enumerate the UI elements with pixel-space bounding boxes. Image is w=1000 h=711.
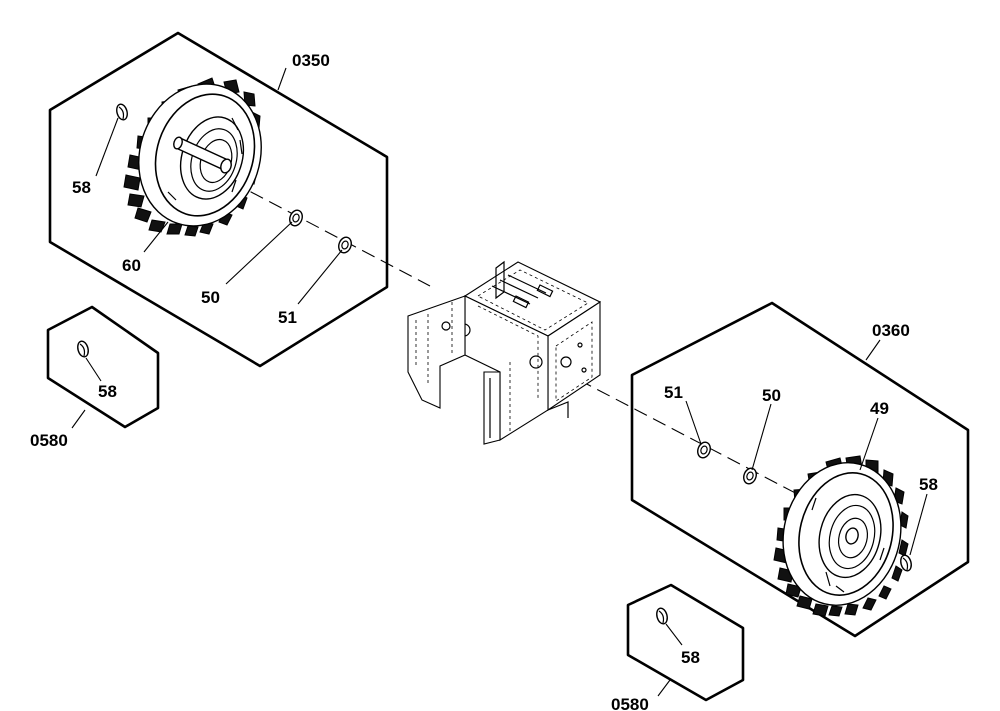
kit-0580-left-outline	[46, 305, 160, 429]
label-left-washer-51: 51	[278, 308, 297, 327]
right-tire-sidewall-marks	[811, 497, 885, 593]
label-kit-0350: 0350	[292, 51, 330, 70]
right-washer-51	[697, 441, 711, 459]
label-right-washer-51: 51	[664, 383, 683, 402]
label-left-washer-50: 50	[201, 288, 220, 307]
right-kit-clevis-pin	[656, 607, 668, 625]
left-kit-clevis-pin	[77, 340, 89, 358]
label-right-kit-pin: 58	[681, 648, 700, 667]
left-washer-51	[338, 236, 352, 254]
label-left-kit-pin: 58	[98, 382, 117, 401]
kit-0580-right-outline	[626, 583, 745, 702]
leader-lines	[71, 67, 928, 697]
label-right-washer-50: 50	[762, 386, 781, 405]
right-washer-50	[743, 467, 757, 485]
left-washer-50	[289, 209, 303, 227]
left-axle-tube	[173, 136, 232, 174]
kit-0350-outline	[48, 31, 389, 368]
label-kit-0580-left: 0580	[30, 431, 68, 450]
callout-labels: 0350 58 60 50 51 58 0580 0360 51 50 49 5…	[30, 51, 938, 711]
right-wheel-assembly	[773, 455, 909, 617]
label-kit-0580-right: 0580	[611, 695, 649, 711]
left-clevis-pin	[116, 103, 128, 121]
frame-housing	[407, 260, 602, 445]
left-tire-sidewall-marks	[167, 117, 243, 201]
label-kit-0360: 0360	[872, 321, 910, 340]
label-left-wheel: 60	[122, 256, 141, 275]
kit-0360-outline	[630, 301, 970, 638]
axle-center-line	[231, 181, 871, 533]
left-wheel-assembly	[123, 77, 262, 237]
right-clevis-pin	[900, 554, 912, 572]
label-right-wheel: 49	[870, 399, 889, 418]
label-right-pin: 58	[919, 475, 938, 494]
label-left-pin: 58	[72, 178, 91, 197]
